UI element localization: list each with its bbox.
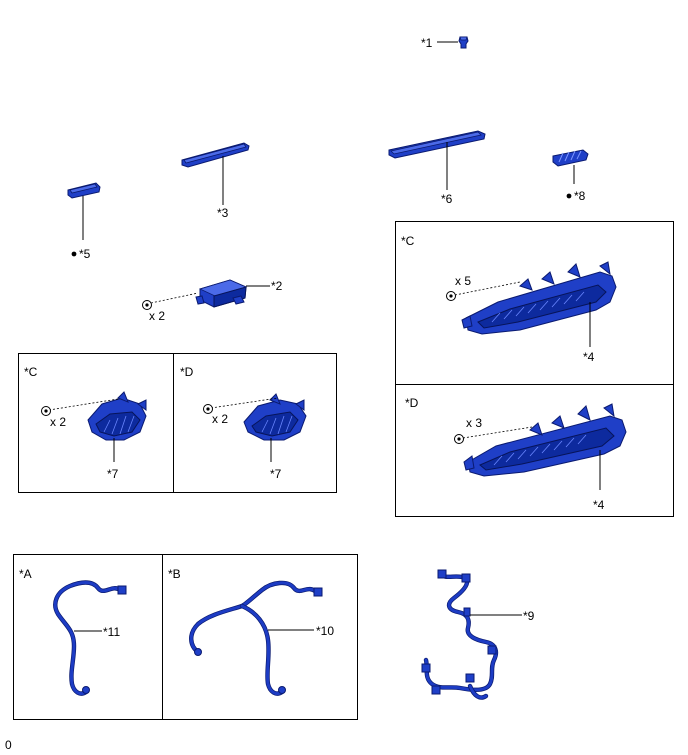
qty-5: x 5 [455, 274, 471, 288]
qty-2-d: x 2 [212, 412, 228, 426]
dash-2 [150, 292, 199, 304]
callout-4-d: *4 [593, 498, 605, 512]
screw-icon [203, 404, 213, 414]
qty-3: x 3 [466, 416, 482, 430]
callout-11: *11 [103, 625, 120, 639]
callout-3: *3 [217, 206, 229, 220]
view-box-d-left [173, 353, 337, 493]
callout-5: *5 [79, 247, 91, 261]
part-9-wire-harness [421, 569, 499, 700]
view-label-a: *A [19, 567, 32, 581]
part-5-bracket [67, 182, 101, 199]
view-box-a [13, 554, 163, 720]
dash-4c [454, 281, 521, 296]
qty-2-main: x 2 [149, 309, 165, 323]
callout-7-c: *7 [107, 467, 119, 481]
part-6-trim-strip [388, 130, 486, 159]
view-label-c-left: *C [24, 365, 38, 379]
view-box-d-upper [395, 384, 674, 517]
qty-2-c: x 2 [50, 415, 66, 429]
dash-7d [210, 397, 279, 409]
screw-icon [41, 406, 51, 416]
view-box-b [162, 554, 358, 720]
screw-icon [454, 434, 464, 444]
callout-10: *10 [316, 624, 334, 638]
view-label-b: *B [168, 567, 181, 581]
callout-4-c: *4 [583, 350, 595, 364]
screw-icon [142, 300, 152, 310]
part-3-trim-strip [181, 142, 250, 168]
mark-dot-8 [566, 193, 572, 199]
callout-2: *2 [271, 279, 283, 293]
part-4-lamp-c [461, 261, 617, 335]
diagram-code: 0 [5, 738, 12, 752]
callout-7-d: *7 [270, 467, 282, 481]
part-7-lamp-d [243, 393, 307, 441]
screw-icon [446, 291, 456, 301]
callout-1: *1 [421, 36, 433, 50]
part-7-lamp-c [87, 391, 147, 441]
view-label-c-upper: *C [401, 234, 415, 248]
mark-dot-5 [71, 251, 77, 257]
callout-8: *8 [574, 189, 586, 203]
callout-9: *9 [523, 609, 535, 623]
part-8-grille [552, 149, 589, 167]
callout-6: *6 [441, 192, 453, 206]
part-10-wire-harness [189, 580, 323, 696]
view-label-d-upper: *D [405, 396, 419, 410]
part-4-lamp-d [463, 403, 627, 477]
part-1-clip [458, 36, 469, 49]
part-2-module [195, 279, 248, 308]
part-11-wire-harness [53, 580, 127, 696]
view-label-d-left: *D [180, 365, 194, 379]
